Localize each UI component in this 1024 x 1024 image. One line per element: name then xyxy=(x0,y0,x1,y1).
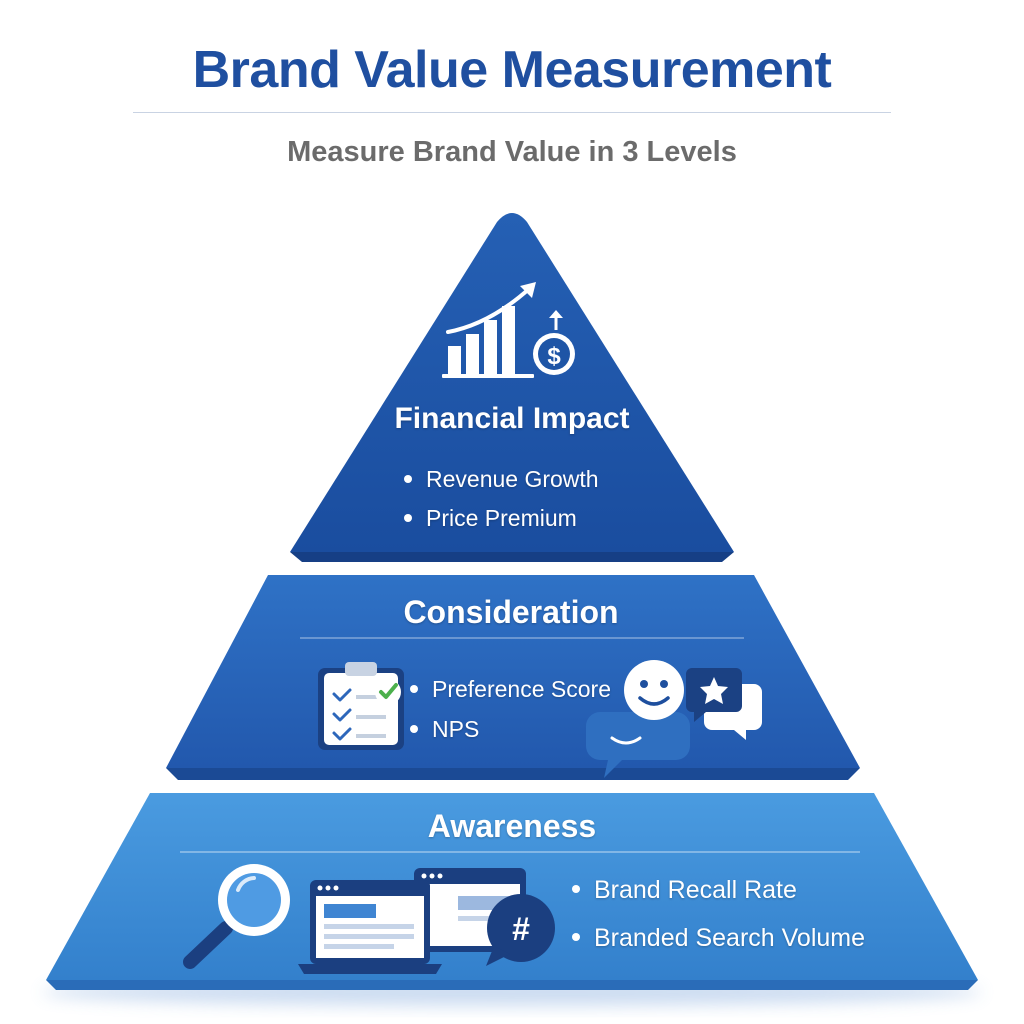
svg-text:#: # xyxy=(512,911,530,947)
clipboard-checklist-icon xyxy=(318,662,404,750)
tier-title-financial-impact: Financial Impact xyxy=(394,402,630,435)
smiley-chat-icon xyxy=(586,660,690,778)
page-title: Brand Value Measurement xyxy=(192,41,832,99)
magnifier-icon xyxy=(183,864,290,969)
tier-title-awareness: Awareness xyxy=(427,808,597,844)
page-subtitle: Measure Brand Value in 3 Levels xyxy=(287,136,737,168)
hashtag-chat-icon: # xyxy=(486,894,555,966)
bullet-nps: NPS xyxy=(410,716,479,743)
bullet-branded-search-volume: Branded Search Volume xyxy=(572,924,865,953)
bar-chart-growth-icon xyxy=(442,282,536,378)
bullet-revenue-growth: Revenue Growth xyxy=(404,466,599,493)
svg-text:$: $ xyxy=(547,343,561,370)
bullet-brand-recall-rate: Brand Recall Rate xyxy=(572,876,797,905)
dollar-coin-icon: $ xyxy=(533,310,575,375)
bullet-price-premium: Price Premium xyxy=(404,505,577,532)
star-chat-icon xyxy=(686,668,762,740)
laptop-webpage-icon xyxy=(298,880,442,974)
title-divider xyxy=(133,112,891,113)
bullet-preference-score: Preference Score xyxy=(410,676,611,703)
tier-financial-impact xyxy=(290,213,734,562)
tier-title-consideration: Consideration xyxy=(403,594,619,630)
